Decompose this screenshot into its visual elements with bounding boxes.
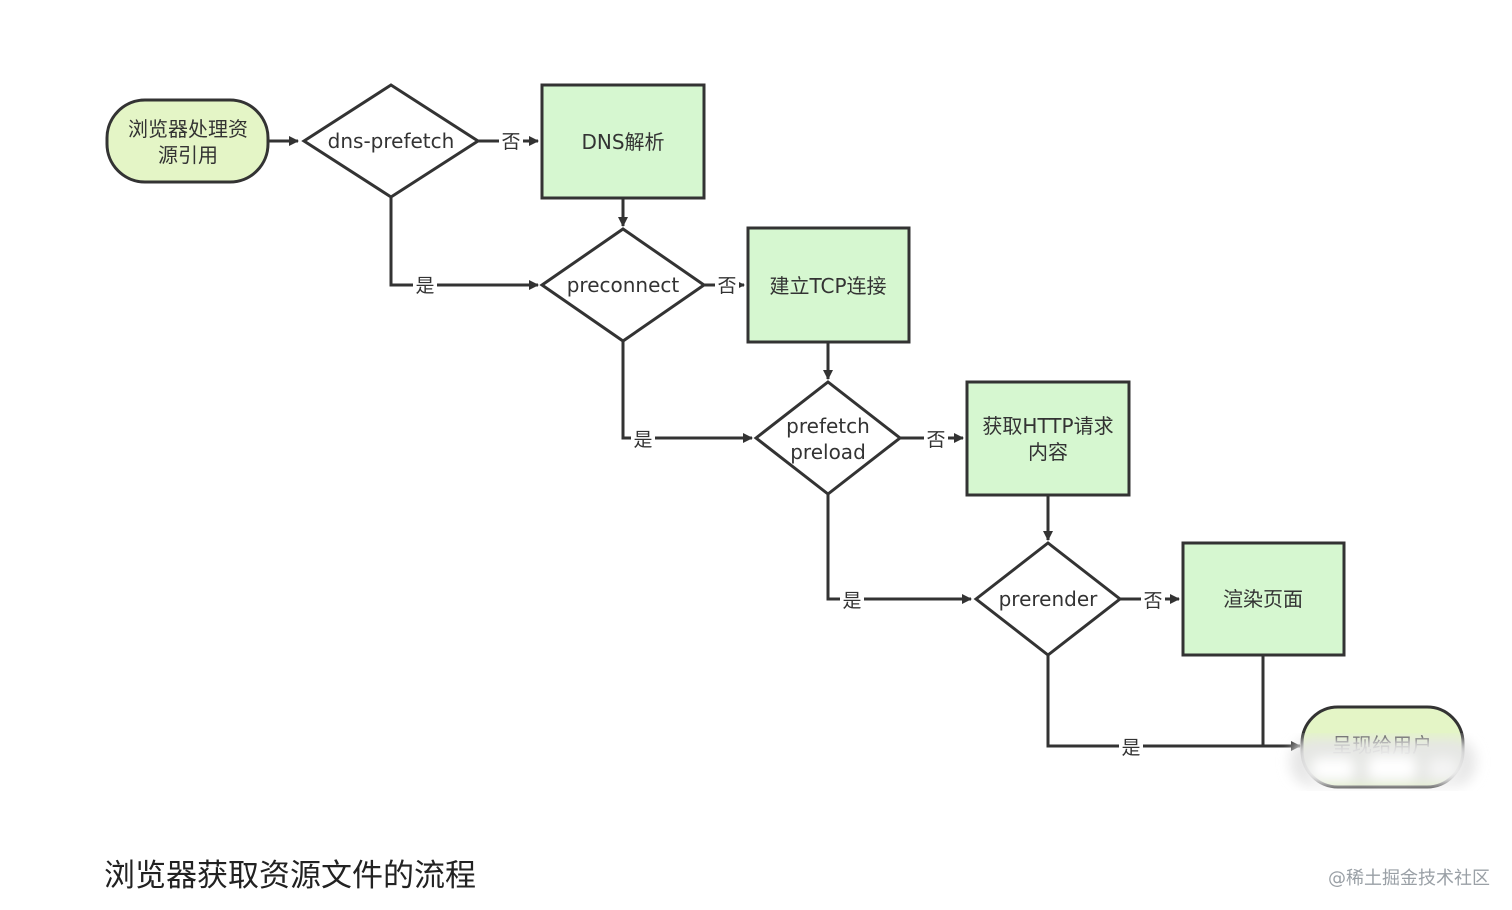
edge-dns-prefetch-yes <box>389 197 539 290</box>
decision-prefetch-preload: prefetch preload <box>753 380 903 496</box>
decision-dns-prefetch: dns-prefetch <box>301 83 481 199</box>
label-dns-no: 否 <box>501 131 520 153</box>
process-dns-resolve: DNS解析 <box>540 83 706 200</box>
edge-prerender-yes <box>1046 655 1301 751</box>
decision-preconnect: preconnect <box>539 227 707 343</box>
label-prefetch-no: 否 <box>926 429 945 451</box>
decision-prefetch-label: prefetch <box>786 414 870 438</box>
watermark: @稀土掘金技术社区 <box>1328 868 1490 889</box>
process-http-request: 获取HTTP请求 内容 <box>965 380 1131 497</box>
decision-preconnect-label: preconnect <box>567 273 680 297</box>
start-label-line1: 浏览器处理资 <box>128 117 248 141</box>
edge-prefetch-yes <box>826 494 972 604</box>
label-prerender-yes: 是 <box>1121 737 1140 759</box>
label-preconnect-yes: 是 <box>633 429 652 451</box>
process-render-label: 渲染页面 <box>1223 587 1303 611</box>
decision-prerender: prerender <box>973 541 1123 657</box>
process-http-label-line1: 获取HTTP请求 <box>982 414 1113 438</box>
label-prefetch-yes: 是 <box>842 590 861 612</box>
start-terminal: 浏览器处理资 源引用 <box>105 98 270 184</box>
process-render-page: 渲染页面 <box>1181 541 1346 657</box>
decision-prerender-label: prerender <box>999 587 1099 611</box>
process-dns-resolve-label: DNS解析 <box>581 130 664 154</box>
end-terminal: 呈现给用户 <box>1290 705 1476 789</box>
edge-preconnect-yes <box>621 341 753 443</box>
process-tcp-connect: 建立TCP连接 <box>746 226 911 344</box>
process-tcp-connect-label: 建立TCP连接 <box>769 274 886 298</box>
process-http-label-line2: 内容 <box>1028 440 1068 464</box>
figure-caption: 浏览器获取资源文件的流程 <box>104 858 476 894</box>
decision-dns-prefetch-label: dns-prefetch <box>328 129 455 153</box>
connectors <box>268 136 1301 751</box>
label-preconnect-no: 否 <box>717 275 736 297</box>
start-label-line2: 源引用 <box>158 143 218 167</box>
label-prerender-no: 否 <box>1143 590 1162 612</box>
label-dns-yes: 是 <box>415 275 434 297</box>
blur-overlay <box>1290 738 1476 786</box>
edge-labels: 否 是 否 是 否 是 否 是 <box>413 129 1165 759</box>
decision-preload-label: preload <box>790 440 866 464</box>
